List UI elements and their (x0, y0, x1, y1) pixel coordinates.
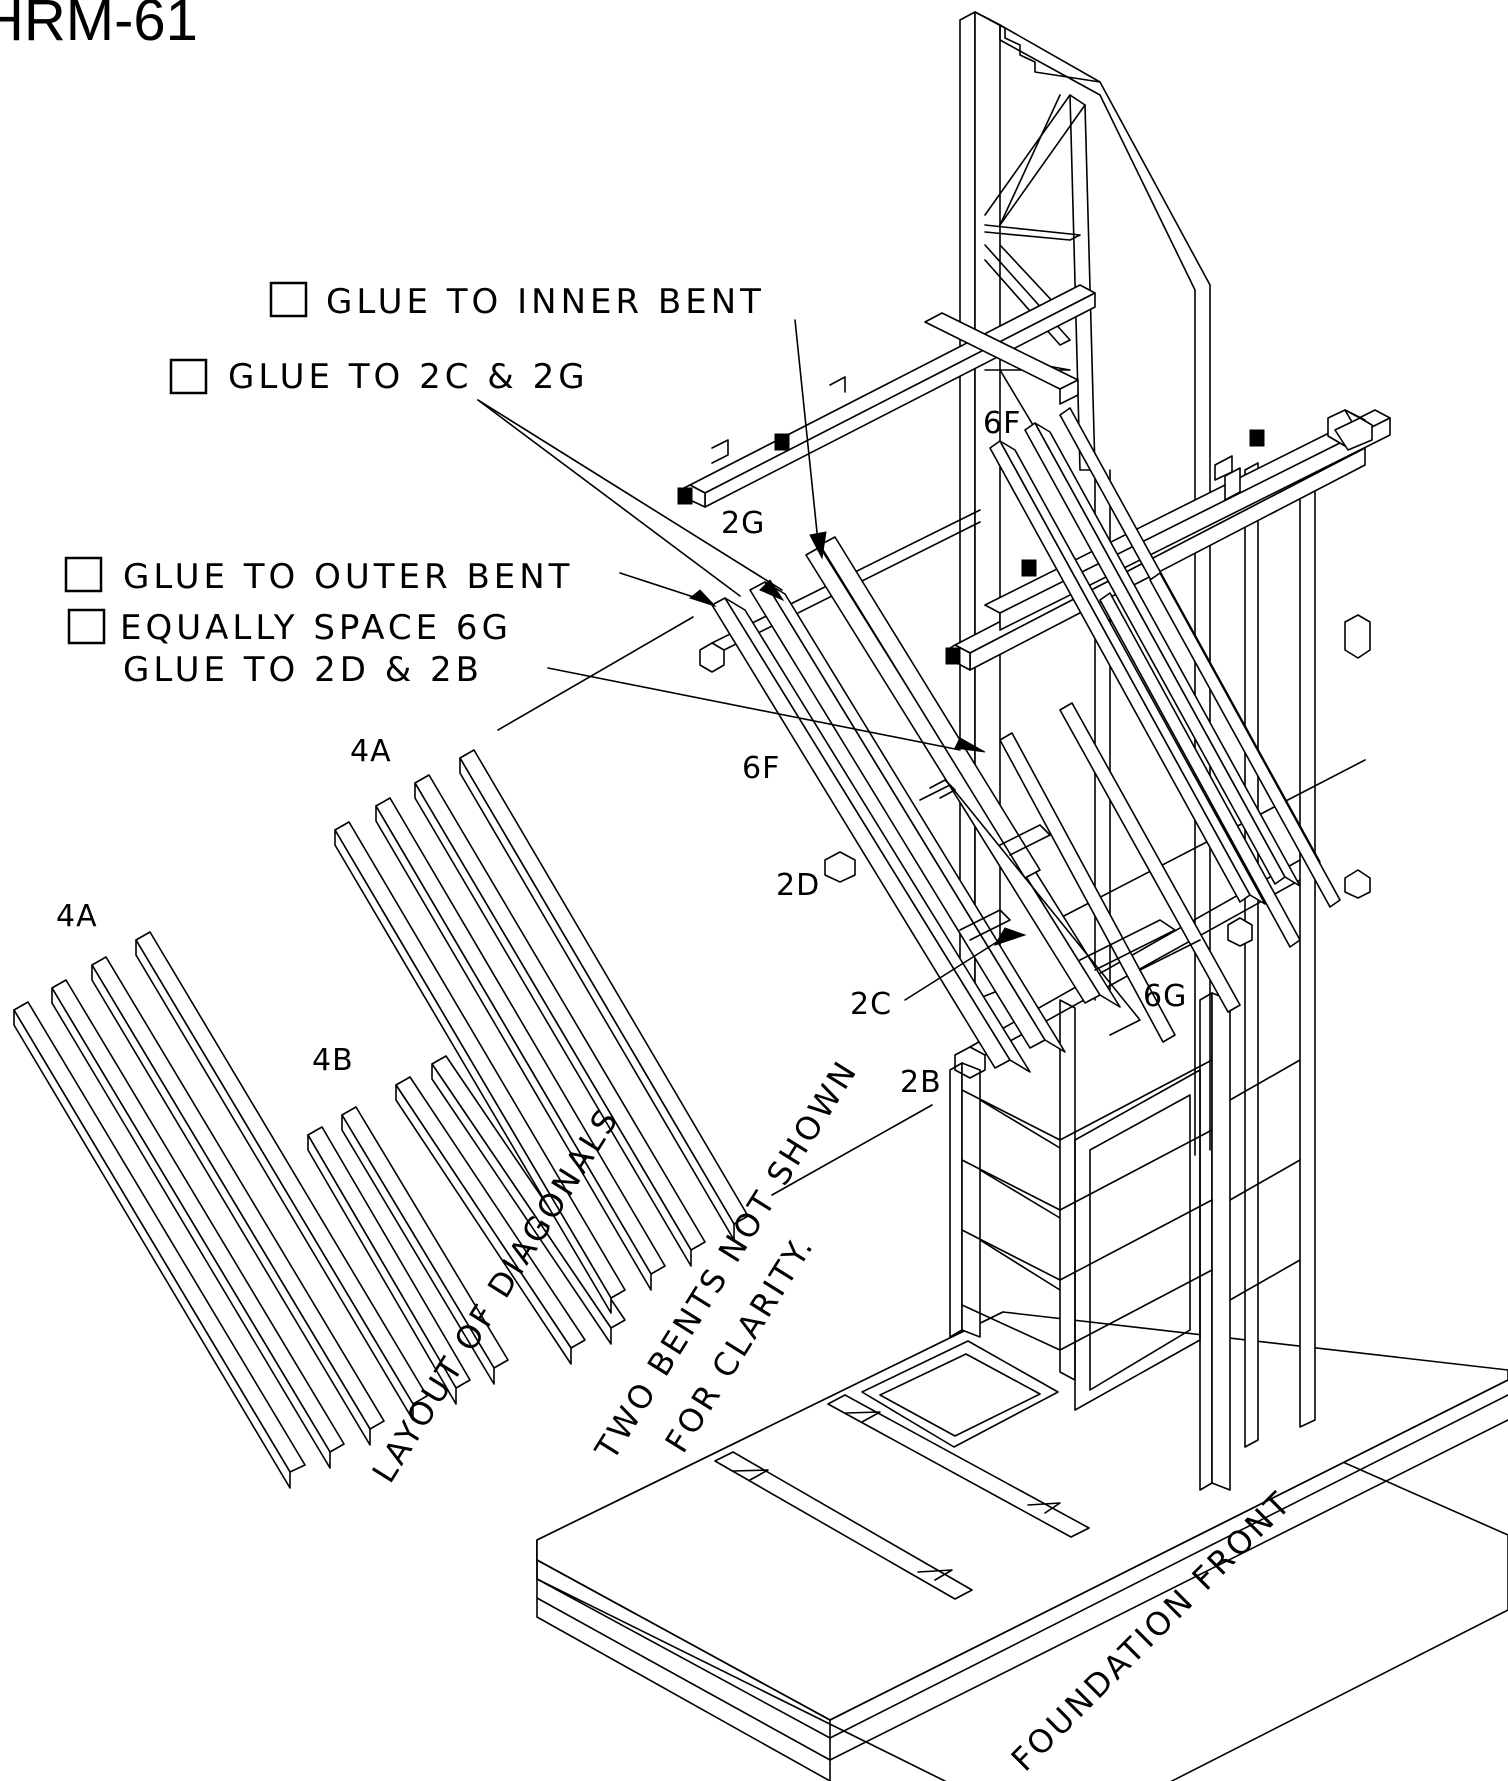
leader-lines (477, 319, 1001, 1196)
instruction-space-6g: EQUALLY SPACE 6G (120, 608, 512, 648)
layout-diagonals (13, 749, 749, 1489)
label-6f-mid: 6F (742, 751, 780, 786)
checkbox-2c-2g[interactable] (169, 358, 208, 395)
installed-diagonals (688, 407, 1341, 1073)
tower-frame (949, 11, 1316, 1491)
label-2b: 2B (900, 1065, 942, 1100)
foundation-base (536, 1311, 1508, 1781)
instruction-2c-2g: GLUE TO 2C & 2G (228, 357, 589, 397)
checkbox-inner-bent[interactable] (269, 281, 308, 318)
instruction-outer-bent: GLUE TO OUTER BENT (123, 557, 573, 597)
checkbox-outer-bent[interactable] (64, 556, 103, 593)
checkbox-space-6g[interactable] (67, 608, 106, 645)
label-4a-upper: 4A (350, 734, 392, 769)
instructions: GLUE TO INNER BENT GLUE TO 2C & 2G GLUE … (64, 281, 765, 690)
label-4b: 4B (312, 1043, 354, 1078)
part-labels: 6F 2G 6F 2D 2C 6G 2B 4A 4A 4B (56, 406, 1187, 1100)
label-6g: 6G (1143, 979, 1187, 1014)
instruction-2d-2b: GLUE TO 2D & 2B (123, 650, 483, 690)
label-2d: 2D (776, 868, 820, 903)
label-4a-lower: 4A (56, 899, 98, 934)
label-2c: 2C (850, 987, 892, 1022)
label-2g: 2G (721, 506, 765, 541)
label-6f-top: 6F (983, 406, 1021, 441)
cap-beams (677, 284, 1391, 1079)
instruction-inner-bent: GLUE TO INNER BENT (326, 282, 765, 322)
sheet-title: HRM-61 (0, 0, 198, 53)
